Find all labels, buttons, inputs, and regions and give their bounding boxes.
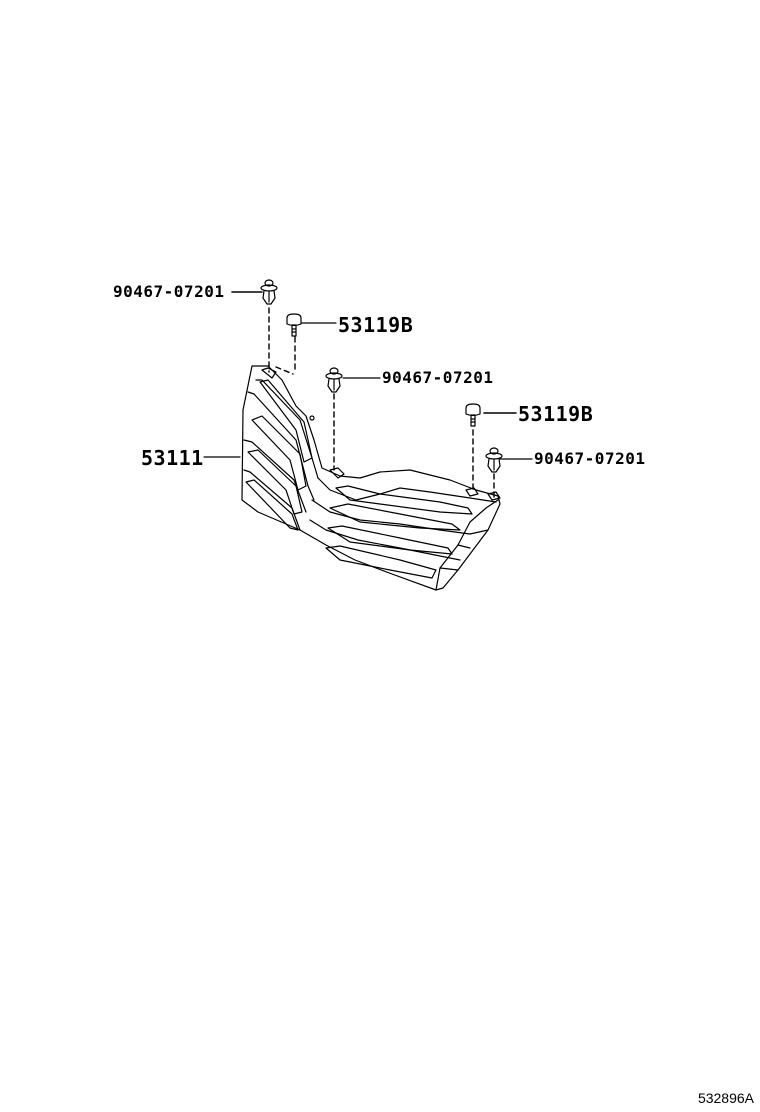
grille-drawing [241,365,501,591]
diagram-reference-code: 532896A [697,1090,754,1106]
bolt-icon [286,313,302,337]
part-number-label: 90467-07201 [382,368,494,387]
part-number-label: 53111 [141,446,204,470]
part-number-label: 90467-07201 [113,282,225,301]
part-number-label: 53119B [518,402,594,426]
part-number-label: 90467-07201 [534,449,646,468]
clip-icon [325,367,343,393]
part-number-label: 53119B [338,313,414,337]
bolt-icon [465,403,481,427]
clip-icon [260,279,278,305]
clip-icon [485,447,503,473]
